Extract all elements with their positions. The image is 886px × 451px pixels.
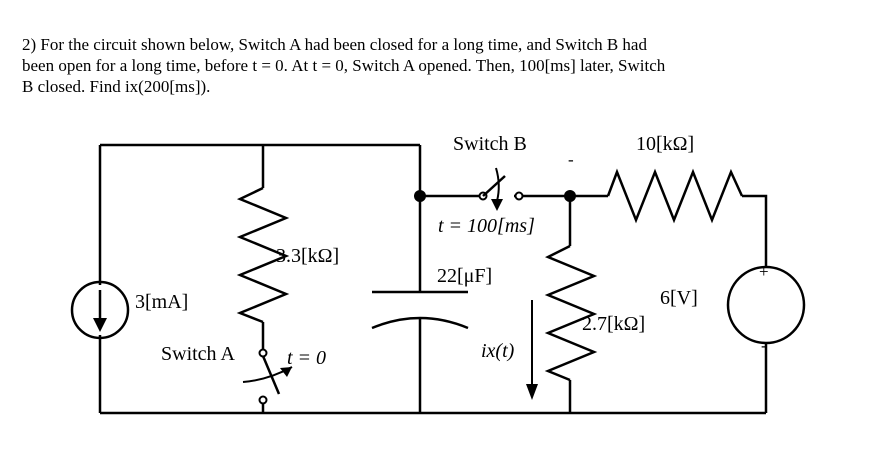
junction-dot-left [414, 190, 426, 202]
switch-a-time-label: t = 0 [287, 347, 326, 369]
junction-dot-right [564, 190, 576, 202]
voltage-source-plus: + [759, 262, 769, 281]
problem-statement: 2) For the circuit shown below, Switch A… [22, 34, 862, 97]
switch-a-label: Switch A [161, 343, 235, 365]
resistor-10k-label: 10[kΩ] [636, 133, 694, 155]
resistor-10k-right-lead [742, 194, 768, 267]
voltage-source-label: 6[V] [660, 287, 698, 309]
ix-label: ix(t) [481, 340, 515, 362]
resistor-2-7k-label: 2.7[kΩ] [582, 313, 645, 335]
current-source-arrow [93, 290, 107, 332]
problem-line-2: been open for a long time, before t = 0.… [22, 56, 666, 75]
switch-b-minus-mark: - [568, 150, 574, 169]
problem-line-3: B closed. Find ix(200[ms]). [22, 77, 211, 96]
current-source-label: 3[mA] [135, 291, 188, 313]
resistor-2-7k-symbol [544, 244, 598, 382]
resistor-3-3k-label: 3.3[kΩ] [276, 245, 339, 267]
voltage-source-minus: - [761, 336, 767, 355]
switch-b-label: Switch B [453, 133, 527, 155]
resistor-3-3k-symbol [236, 186, 290, 324]
switch-b-time-label: t = 100[ms] [438, 215, 535, 237]
ix-current-arrow [526, 300, 538, 400]
resistor-10k-symbol [606, 168, 744, 224]
switch-b-symbol [478, 167, 524, 211]
problem-line-1: 2) For the circuit shown below, Switch A… [22, 35, 647, 54]
current-source-symbol [70, 280, 130, 340]
capacitor-label: 22[μF] [437, 265, 492, 287]
switch-a-symbol [242, 348, 293, 405]
